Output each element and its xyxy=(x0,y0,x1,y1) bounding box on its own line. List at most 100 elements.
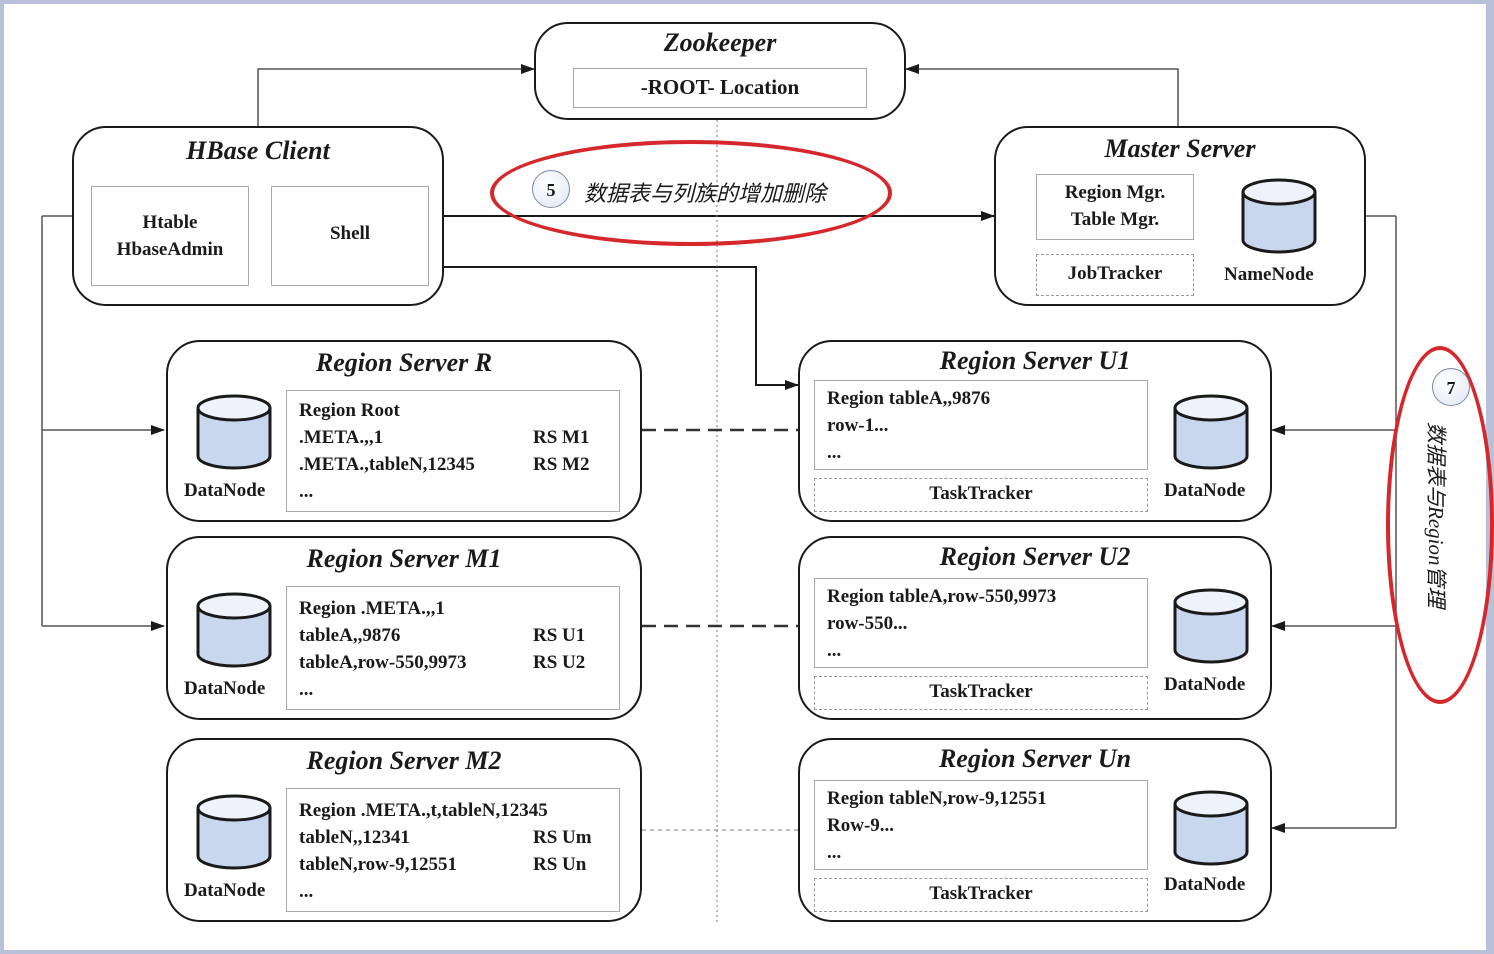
region-refs: RS M1 RS M2 xyxy=(533,424,589,478)
region-lines: Region tableA,row-550,9973 row-550... ..… xyxy=(827,583,1056,664)
datanode-cylinder-icon xyxy=(1173,588,1249,664)
annotation-5-number: 5 xyxy=(532,170,570,208)
region-line: tableN,,12341 xyxy=(299,827,410,848)
region-line: ... xyxy=(827,640,842,661)
region-refs: RS U1 RS U2 xyxy=(533,622,585,676)
datanode-label: DataNode xyxy=(184,880,266,901)
datanode-label: DataNode xyxy=(184,678,266,699)
annotation-7-ellipse xyxy=(1386,346,1494,704)
region-line: .META.,tableN,12345 xyxy=(299,454,475,475)
tasktracker-label: TaskTracker xyxy=(929,883,1033,904)
tasktracker-label: TaskTracker xyxy=(929,681,1033,702)
rs-ref-label: RS M1 xyxy=(533,427,590,448)
region-list-box: Region .META.,,1 tableA,,9876 tableA,row… xyxy=(286,586,620,710)
region-line: ... xyxy=(299,481,314,502)
client-to-rsu1-arrow xyxy=(444,266,799,390)
htable-label: Htable xyxy=(142,212,198,233)
hbaseadmin-label: HbaseAdmin xyxy=(116,239,224,260)
zookeeper-box: Zookeeper -ROOT- Location xyxy=(534,22,906,120)
region-server-u2-box: Region Server U2 Region tableA,row-550,9… xyxy=(798,536,1272,720)
region-mgr-label: Region Mgr. xyxy=(1064,182,1166,203)
region-line: ... xyxy=(299,881,314,902)
region-line: Region .META.,,1 xyxy=(299,598,445,619)
region-lines: Region .META.,,1 tableA,,9876 tableA,row… xyxy=(299,595,466,703)
rs-ref-label: RS U2 xyxy=(533,652,586,673)
region-server-r-box: Region Server R DataNode Region Root .ME… xyxy=(166,340,642,522)
rs-ref-label: RS M2 xyxy=(533,454,590,475)
architecture-diagram: Zookeeper -ROOT- Location HBase Client H… xyxy=(4,4,1494,950)
tasktracker-label: TaskTracker xyxy=(929,483,1033,504)
rs-ref-label: RS U1 xyxy=(533,625,586,646)
hbase-client-box: HBase Client Htable HbaseAdmin Shell xyxy=(72,126,444,306)
region-server-m2-title: Region Server M2 xyxy=(306,746,502,775)
htable-labels: Htable HbaseAdmin xyxy=(92,209,248,263)
region-list-box: Region .META.,t,tableN,12345 tableN,,123… xyxy=(286,788,620,912)
region-server-m1-title: Region Server M1 xyxy=(306,544,502,573)
region-line: Region .META.,t,tableN,12345 xyxy=(299,800,548,821)
region-line: tableN,row-9,12551 xyxy=(299,854,457,875)
region-server-m1-box: Region Server M1 DataNode Region .META.,… xyxy=(166,536,642,720)
datanode-cylinder-icon xyxy=(196,394,272,470)
table-mgr-label: Table Mgr. xyxy=(1070,209,1160,230)
region-server-u1-title: Region Server U1 xyxy=(939,346,1131,375)
client-to-zookeeper-arrow xyxy=(257,64,535,126)
region-line: Region tableN,row-9,12551 xyxy=(827,788,1047,809)
region-server-un-box: Region Server Un Region tableN,row-9,125… xyxy=(798,738,1272,922)
region-lines: Region Root .META.,,1 .META.,tableN,1234… xyxy=(299,397,475,505)
region-server-r-title: Region Server R xyxy=(315,348,493,377)
master-server-box: Master Server Region Mgr. Table Mgr. Job… xyxy=(994,126,1366,306)
master-server-title: Master Server xyxy=(1104,134,1256,163)
datanode-label: DataNode xyxy=(1164,874,1246,895)
region-line: Region tableA,row-550,9973 xyxy=(827,586,1057,607)
region-line: tableA,row-550,9973 xyxy=(299,652,467,673)
region-lines: Region .META.,t,tableN,12345 tableN,,123… xyxy=(299,797,548,905)
region-line: Region Root xyxy=(299,400,400,421)
master-to-zookeeper-arrow xyxy=(905,64,1179,126)
region-line: ... xyxy=(299,679,314,700)
root-location-label: -ROOT- Location xyxy=(640,75,800,99)
region-line: .META.,,1 xyxy=(299,427,384,448)
region-list-box: Region tableA,row-550,9973 row-550... ..… xyxy=(814,578,1148,668)
region-line: tableA,,9876 xyxy=(299,625,401,646)
mgr-labels: Region Mgr. Table Mgr. xyxy=(1037,179,1193,233)
region-line: ... xyxy=(827,842,842,863)
region-line: row-1... xyxy=(827,415,889,436)
annotation-7-text: 数据表与Region管理 xyxy=(1424,422,1448,608)
annotation-7-number: 7 xyxy=(1432,368,1470,406)
region-list-box: Region tableA,,9876 row-1... ... xyxy=(814,380,1148,470)
region-line: Row-9... xyxy=(827,815,895,836)
hbase-client-title: HBase Client xyxy=(186,136,330,165)
region-server-m2-box: Region Server M2 DataNode Region .META.,… xyxy=(166,738,642,922)
jobtracker-box: JobTracker xyxy=(1036,254,1194,296)
datanode-cylinder-icon xyxy=(196,794,272,870)
region-list-box: Region tableN,row-9,12551 Row-9... ... xyxy=(814,780,1148,870)
datanode-label: DataNode xyxy=(1164,480,1246,501)
datanode-label: DataNode xyxy=(184,480,266,501)
region-server-un-title: Region Server Un xyxy=(938,744,1132,773)
tasktracker-box: TaskTracker xyxy=(814,478,1148,512)
region-line: ... xyxy=(827,442,842,463)
region-refs: RS Um RS Un xyxy=(533,824,592,878)
datanode-label: DataNode xyxy=(1164,674,1246,695)
namenode-cylinder-icon xyxy=(1241,178,1317,254)
namenode-label: NameNode xyxy=(1224,264,1314,285)
region-lines: Region tableA,,9876 row-1... ... xyxy=(827,385,990,466)
rs-ref-label: RS Um xyxy=(533,827,592,848)
shell-label: Shell xyxy=(329,223,371,244)
htable-box: Htable HbaseAdmin xyxy=(91,186,249,286)
jobtracker-label: JobTracker xyxy=(1067,263,1163,284)
annotation-5-text: 数据表与列族的增加删除 xyxy=(584,181,827,206)
region-line: Region tableA,,9876 xyxy=(827,388,991,409)
annotation-5-ellipse xyxy=(490,140,892,246)
region-lines: Region tableN,row-9,12551 Row-9... ... xyxy=(827,785,1047,866)
region-server-u2-title: Region Server U2 xyxy=(939,542,1131,571)
rs-ref-label: RS Un xyxy=(533,854,587,875)
region-server-u1-box: Region Server U1 Region tableA,,9876 row… xyxy=(798,340,1272,522)
tasktracker-box: TaskTracker xyxy=(814,676,1148,710)
zookeeper-title: Zookeeper xyxy=(663,28,777,57)
tasktracker-box: TaskTracker xyxy=(814,878,1148,912)
datanode-cylinder-icon xyxy=(196,592,272,668)
region-table-mgr-box: Region Mgr. Table Mgr. xyxy=(1036,174,1194,240)
root-location-box: -ROOT- Location xyxy=(573,68,867,108)
datanode-cylinder-icon xyxy=(1173,394,1249,470)
